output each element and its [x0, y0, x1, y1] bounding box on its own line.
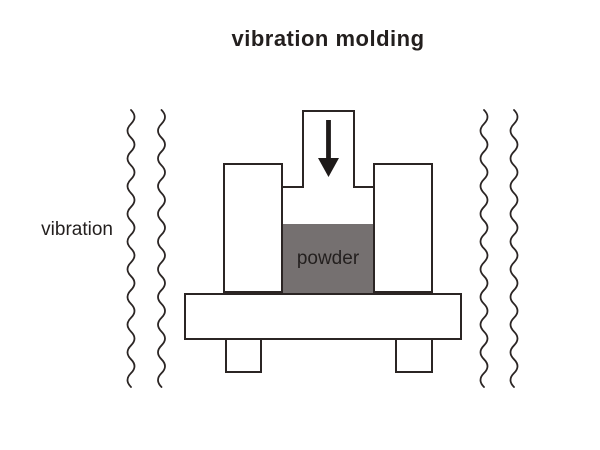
- vibration-wave-line: [479, 109, 489, 388]
- diagram-title: vibration molding: [231, 26, 425, 51]
- vibration-wave-line: [157, 109, 166, 388]
- vibration-wave-line: [126, 109, 136, 388]
- vibration-label: vibration: [41, 219, 113, 240]
- base-foot-left: [225, 336, 262, 373]
- powder-label: powder: [296, 247, 360, 269]
- plunger-head: [283, 186, 373, 224]
- mold-wall-right: [373, 163, 433, 293]
- base-plate: [184, 293, 462, 340]
- base-foot-right: [395, 336, 433, 373]
- mold-wall-left: [223, 163, 283, 293]
- powder-region: powder: [283, 224, 373, 293]
- down-arrow-icon: [318, 120, 339, 177]
- press-punch: [302, 110, 355, 188]
- vibration-wave-line: [509, 109, 519, 388]
